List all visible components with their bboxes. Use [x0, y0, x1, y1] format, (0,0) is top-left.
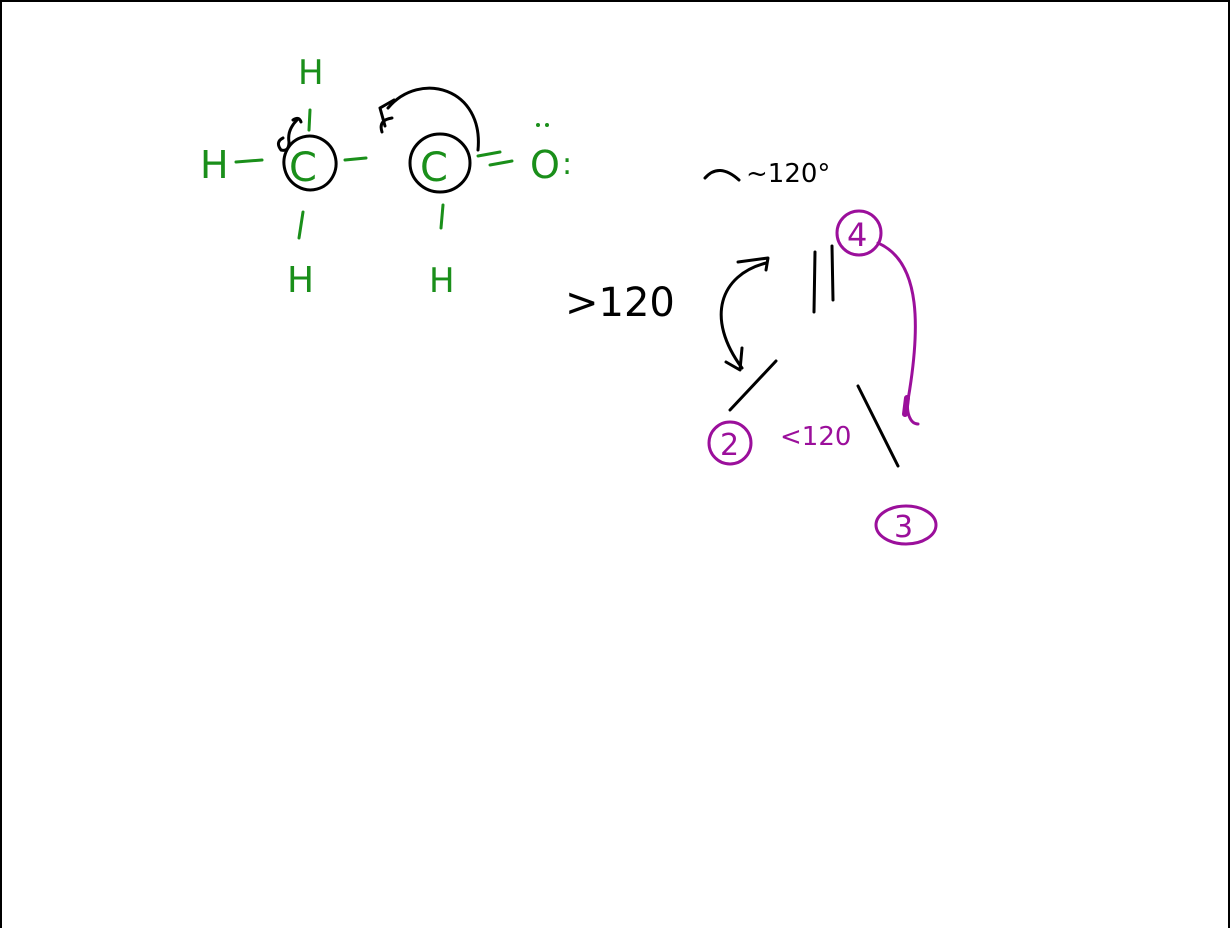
circle-count-three	[874, 504, 938, 546]
carbon-right-label: C	[420, 145, 448, 191]
lone-pair-dot-top-b	[545, 123, 549, 127]
lone-pair-dot-top-a	[536, 123, 540, 127]
count-three-label: 3	[894, 510, 913, 545]
bond-c1-h-top	[307, 108, 312, 132]
circle-count-two	[707, 420, 753, 466]
single-bond-line-left	[728, 359, 778, 412]
hybridization-scribble	[276, 116, 303, 152]
bond-c2-o-lower	[488, 159, 514, 167]
double-arrow-head-top	[736, 256, 770, 272]
oxygen-label: O	[530, 143, 560, 187]
curved-arrow-over-carbon	[386, 86, 480, 152]
bond-c1-h-bottom	[297, 210, 305, 240]
single-bond-line-right	[856, 384, 900, 468]
bond-c1-c2	[343, 156, 368, 162]
tilde-mark	[703, 169, 741, 182]
purple-connector-end	[902, 395, 910, 417]
circle-around-carbon-right	[408, 132, 472, 194]
bond-c2-h-bottom	[439, 203, 445, 230]
angle-greater-label: >120	[565, 280, 675, 326]
curved-arrow-head	[378, 98, 396, 134]
hydrogen-bottom-left-label: H	[287, 260, 314, 301]
double-arrow-head-bottom	[724, 346, 744, 372]
hydrogen-bottom-right-label: H	[429, 261, 455, 301]
purple-connector-line	[876, 241, 920, 426]
bond-c2-o-upper	[476, 150, 502, 158]
circle-count-four	[835, 209, 883, 257]
count-four-label: 4	[847, 216, 867, 254]
oxygen-lone-pair-label: :	[562, 147, 572, 182]
count-two-label: 2	[720, 428, 739, 463]
purple-annotations: 4 2 <120 3	[707, 209, 938, 546]
circle-around-carbon-left	[282, 134, 338, 192]
molecule: H H C C O : H H	[200, 53, 572, 301]
angle-approx-label: ~120°	[746, 159, 830, 189]
angle-less-label: <120	[780, 422, 851, 452]
curved-double-arrow	[719, 261, 768, 370]
double-bond-line-right	[830, 244, 835, 302]
hydrogen-left-label: H	[200, 143, 229, 187]
black-annotations: ~120° >120	[276, 86, 900, 468]
hydrogen-top-label: H	[298, 53, 324, 93]
double-bond-line-left	[812, 250, 817, 314]
bond-c1-h-left	[234, 158, 264, 164]
